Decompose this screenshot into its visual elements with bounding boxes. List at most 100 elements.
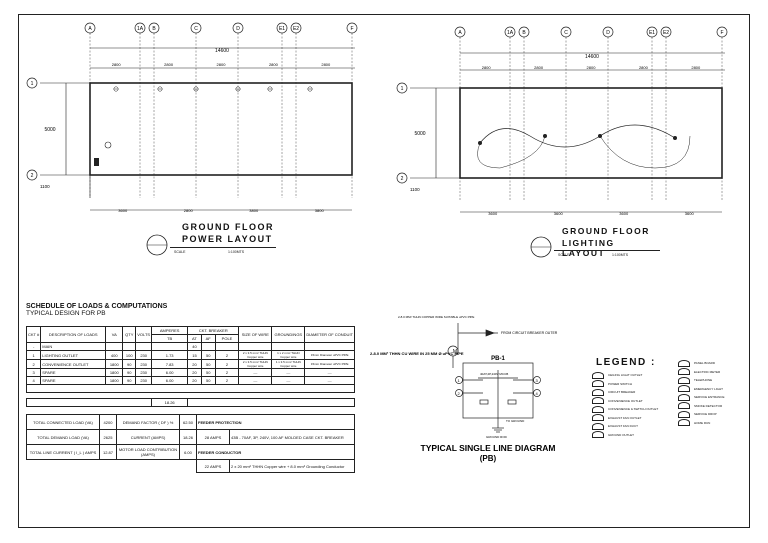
schedule-cell (271, 342, 306, 351)
summary-value: 4200 (99, 414, 117, 430)
lighting-side-dim: 5000 (414, 131, 425, 137)
legend-symbol-icon (592, 380, 604, 388)
legend-item: SERVICE ENTRANCE (678, 393, 750, 402)
schedule-cell: ---- (238, 376, 273, 385)
legend-item: SMOKE DETECTOR (678, 402, 750, 411)
grid-bubble-f: F (716, 26, 728, 38)
legend-symbol-icon (592, 405, 604, 413)
schedule-cell: 230 (135, 359, 153, 369)
legend-item: TELEPHONE (678, 376, 750, 385)
feeder-protection-amps: 28 AMPS (196, 429, 230, 445)
lighting-overall-dim: 14600 (585, 54, 599, 60)
mid-label: MOTOR LOAD CONTRIBUTION (AMPS) (116, 444, 180, 460)
total-amperes: 18.26 (151, 398, 189, 407)
header-conduit: DIAMETER OF CONDUIT (304, 326, 355, 343)
schedule-cell: 90 (122, 359, 137, 369)
header-ckt-breaker: CKT. BREAKER (187, 326, 240, 335)
schedule-title-text: SCHEDULE OF LOADS & COMPUTATIONS (26, 303, 168, 310)
grid-label: F (720, 30, 723, 36)
from-circuit-label: FROM CIRCUIT BREAKER OUTER (501, 331, 558, 335)
schedule-cell: 1800 (105, 368, 124, 377)
grid-row-label: 1 (401, 86, 404, 92)
lighting-title-line2: LIGHTING LAYOUT (562, 238, 615, 258)
summary-row (25, 398, 153, 407)
power-title-line2: POWER LAYOUT (182, 234, 273, 244)
meter-symbol: M (453, 349, 457, 355)
grid-bubble-row-1: 1 (26, 77, 38, 89)
legend-item: POWER SWITCH (592, 380, 672, 389)
schedule-cell: 15mm Diameter uPVC PIPE (304, 359, 355, 369)
grid-label: E2 (663, 30, 669, 36)
schedule-cell: LIGHTING OUTLET (40, 350, 107, 360)
grid-label: C (194, 26, 198, 32)
summary-table: TOTAL CONNECTED LOAD (VA) 4200 DEMAND FA… (26, 414, 355, 473)
schedule-cell (105, 342, 124, 351)
header-amperes: AMPERES (151, 326, 189, 335)
grid-label: A (458, 30, 462, 36)
grid-label: E1 (279, 26, 285, 32)
lighting-title-line1: GROUND FLOOR (562, 226, 650, 236)
legend-label: SERVICE ENTRANCE (694, 395, 725, 400)
schedule-cell: 20 (187, 376, 202, 385)
schedule-cell: 100 (122, 350, 137, 360)
legend-symbol-icon (678, 368, 690, 376)
grid-label: B (152, 26, 156, 32)
schedule-cell: 15mm Diameter uPVC PIPE (304, 350, 355, 360)
schedule-cell: - (25, 342, 42, 351)
grid-bubble-a: A (84, 22, 96, 34)
schedule-cell: 1 x 3.5 mm² THHN Copper wire (271, 359, 306, 369)
lighting-title-circle (530, 236, 552, 258)
legend-label: PANEL BOARD (694, 361, 716, 366)
drawing-sheet (18, 14, 750, 528)
legend-label: EMERGENCY LIGHT (694, 386, 723, 391)
single-line-subtitle: (PB) (480, 454, 497, 463)
legend-symbol-icon (678, 359, 690, 367)
legend-symbol-icon (678, 393, 690, 401)
bottom-dimension: 3800 (315, 208, 325, 213)
circuit-3: 3 (536, 378, 539, 383)
circuit-2: 2 (458, 391, 461, 396)
main-breaker-label: 40AT,2P,240V MCCB (480, 372, 508, 376)
legend-item: EMERGENCY LIGHT (678, 385, 750, 394)
schedule-cell: 1800 (105, 359, 124, 369)
schedule-cell: 6.00 (151, 368, 189, 377)
schedule-cell: 1.73 (151, 350, 189, 360)
mid-value: 6.00 (179, 444, 197, 460)
bus-label: TO GROUND (506, 419, 525, 423)
bottom-dimension: 3600 (488, 211, 498, 216)
header-volts: VOLTS (135, 326, 153, 343)
legend-item: CIRCUIT BREAKER (592, 388, 672, 397)
top-dimension: 2800 (482, 65, 492, 70)
feeder-conductor-label: FEEDER CONDUCTOR (196, 444, 355, 460)
schedule-cell (122, 342, 137, 351)
power-small-dim: 1100 (40, 184, 50, 189)
lighting-scale-value: 1:100MTS (612, 253, 629, 257)
summary-label: TOTAL LINE CURRENT ( I_L ) AMPS (26, 444, 100, 460)
schedule-cell: 2 (25, 359, 42, 369)
schedule-cell: 2 (214, 350, 240, 360)
schedule-cell: 50 (200, 350, 216, 360)
grid-bubble-e1: E1 (646, 26, 658, 38)
convenience-outlet-symbol (113, 86, 119, 92)
schedule-cell: 3 (25, 368, 42, 377)
schedule-cell: SPARE (40, 368, 107, 377)
schedule-cell: 50 (200, 359, 216, 369)
legend-label: CIRCUIT BREAKER (608, 390, 636, 395)
top-dimension: 2800 (164, 62, 174, 67)
legend-item: HOME RUN (678, 419, 750, 428)
feeder-conductor-desc: 2 x 20 mm² THHN Copper wire + 8.0 mm² Gr… (229, 459, 355, 473)
pb-label: PB-1 (491, 356, 505, 362)
grid-label: A (88, 26, 92, 32)
schedule-cell: 15 (187, 350, 202, 360)
legend-symbol-icon (678, 402, 690, 410)
grid-label: F (350, 26, 353, 32)
legend-item: GROUND OUTLET (592, 431, 672, 440)
schedule-cell: 20 (187, 359, 202, 369)
summary-label: TOTAL CONNECTED LOAD (VA) (26, 414, 100, 430)
ground-label: GROUND ROD (486, 435, 508, 439)
top-note: 2-8.0 MM² THHN COPPER WIRE SUITABLE uPVC… (398, 315, 474, 319)
schedule-cell (151, 342, 189, 351)
schedule-cell: ---- (304, 368, 355, 377)
